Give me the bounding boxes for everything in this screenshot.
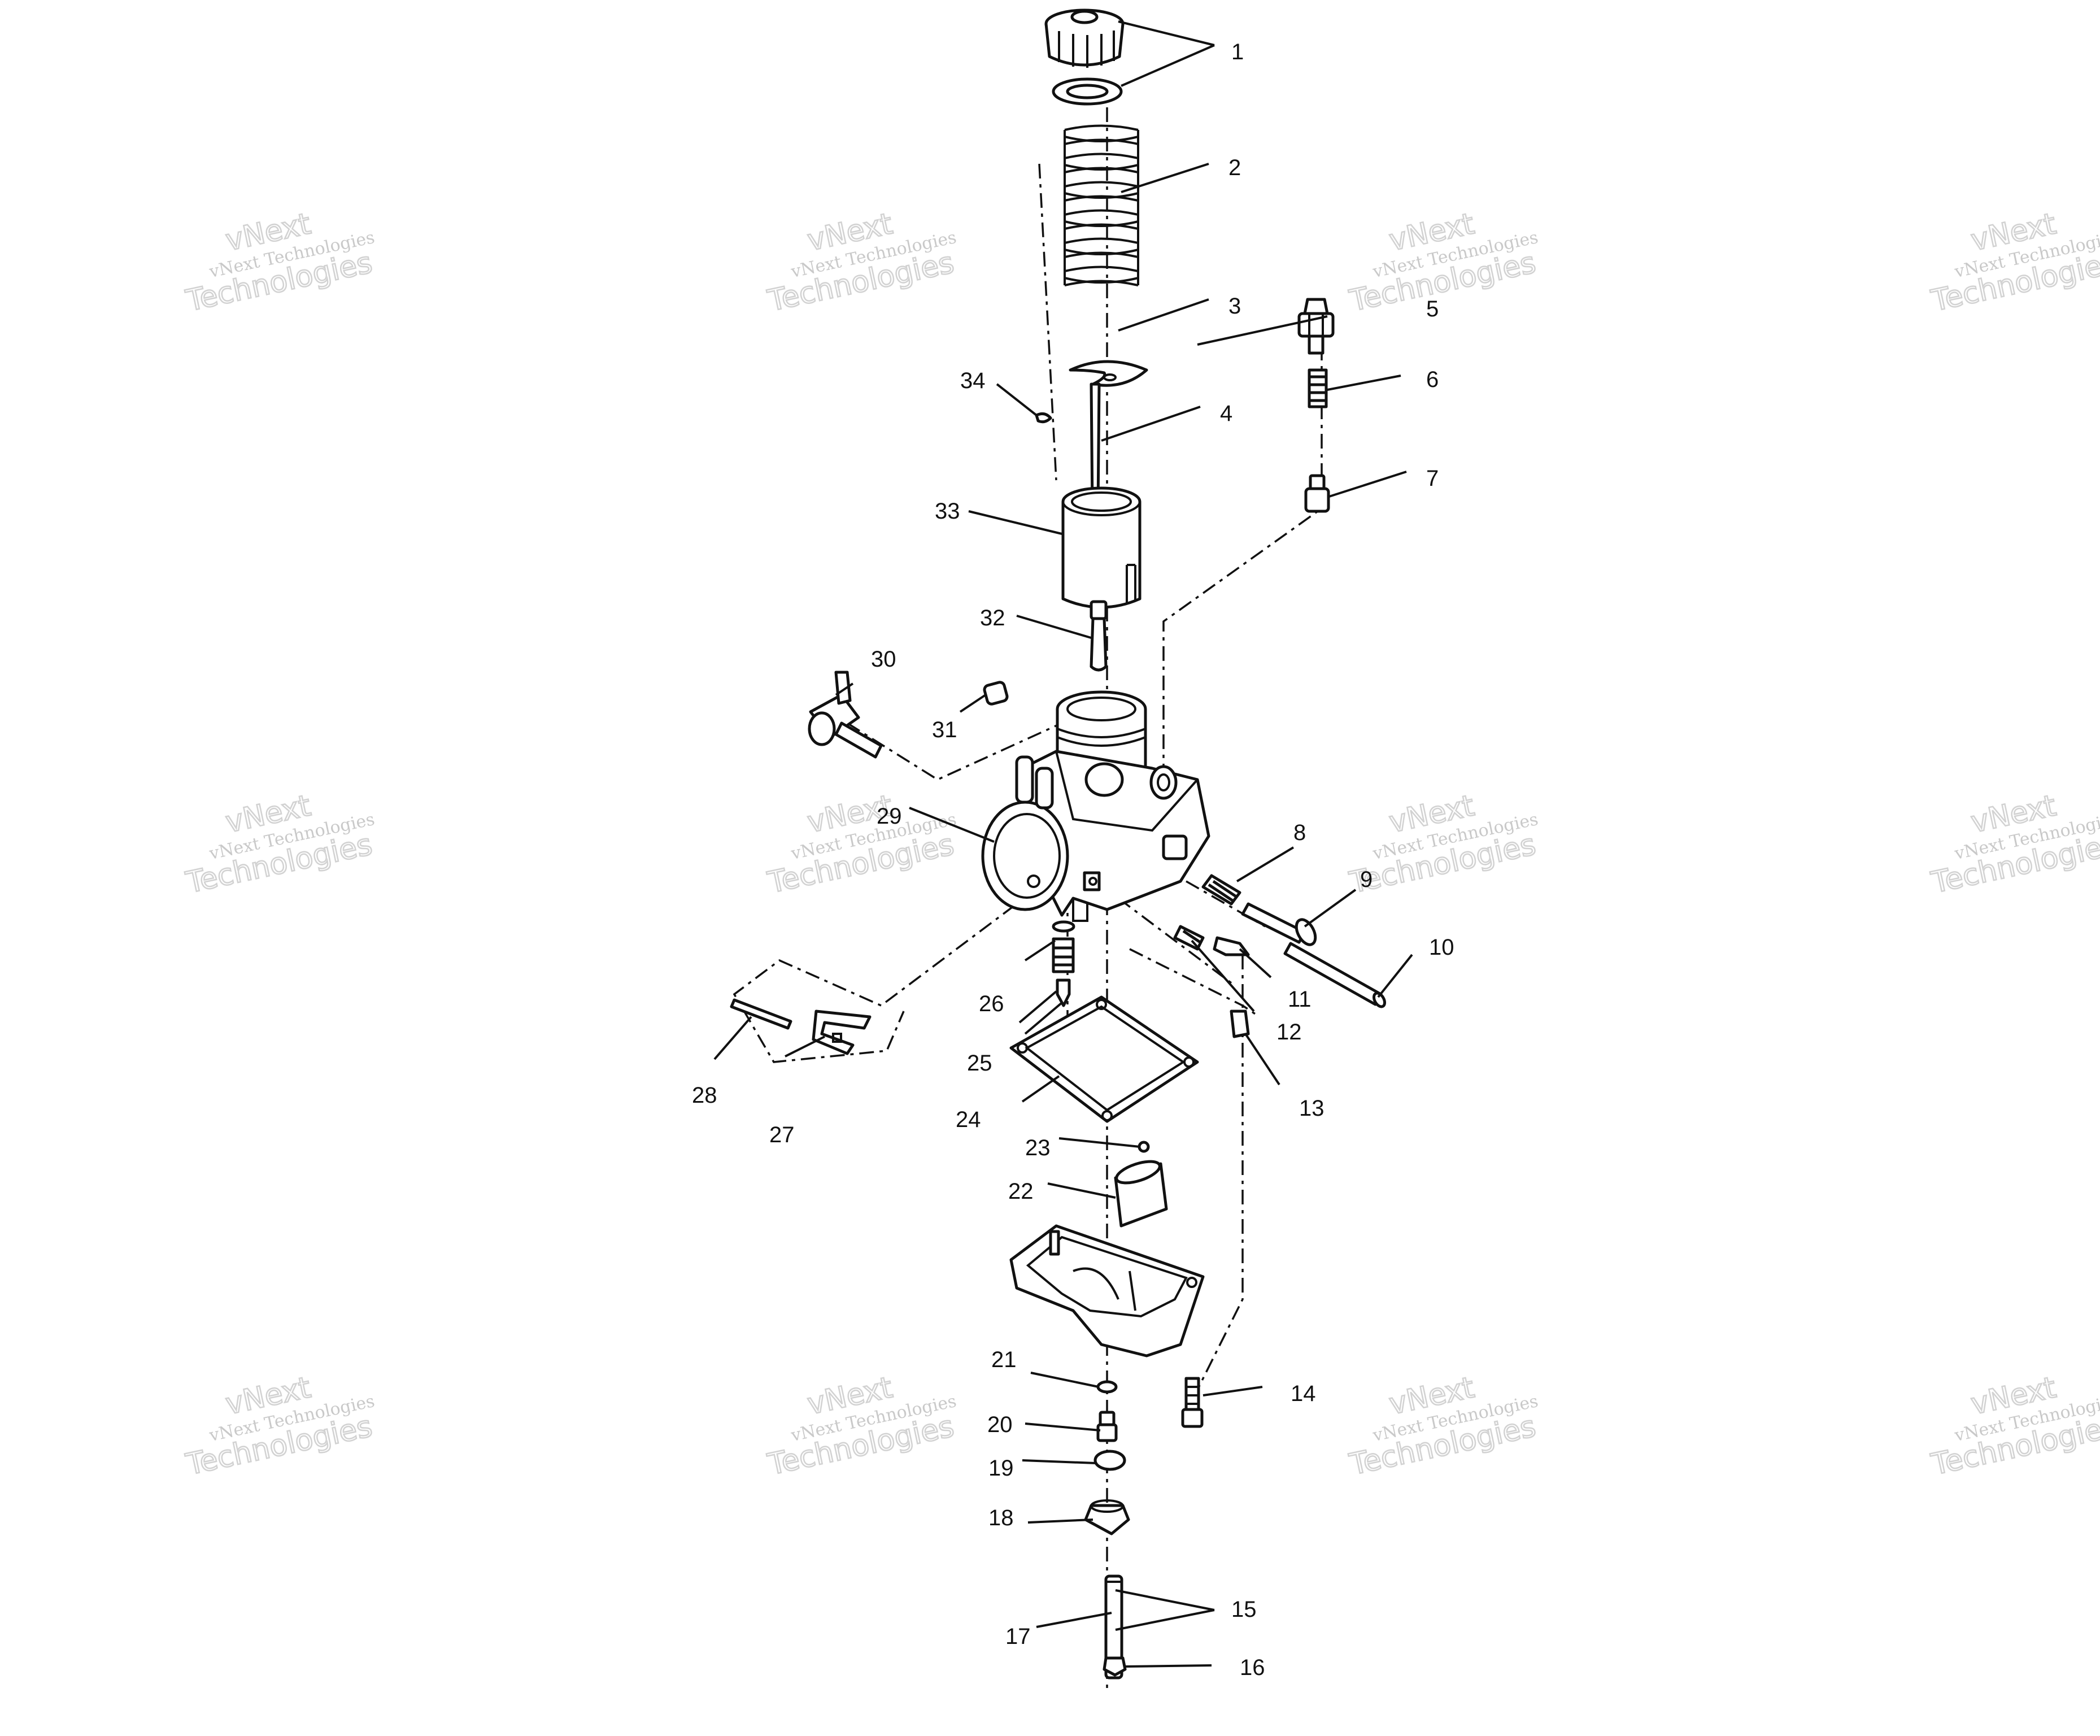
callout-29: 29 [877, 804, 902, 829]
callout-20: 20 [987, 1412, 1013, 1437]
float-bowl [1009, 1224, 1205, 1358]
watermark: vNext Technologies vNext Technologies [1928, 1370, 2100, 1483]
drain-screw-18 [1084, 1499, 1130, 1535]
callout-8: 8 [1293, 820, 1306, 845]
callout-labels: 1 2 3 4 5 6 7 8 9 10 11 12 13 14 15 16 1… [692, 40, 1454, 1680]
carburetor-body [981, 690, 1210, 922]
callout-9: 9 [1360, 867, 1373, 892]
watermark: vNext Technologies vNext Technologies [1346, 1370, 1540, 1483]
needle-retainer-plate [1069, 360, 1148, 387]
callout-3: 3 [1228, 294, 1241, 319]
callout-34: 34 [960, 368, 986, 393]
callout-2: 2 [1228, 155, 1241, 180]
callout-4: 4 [1220, 401, 1232, 426]
callout-30: 30 [871, 647, 896, 672]
callout-14: 14 [1291, 1381, 1316, 1406]
float-pin [730, 998, 792, 1030]
callout-18: 18 [988, 1506, 1014, 1530]
throttle-stop-screw [1241, 902, 1317, 946]
throttle-stop-spring [1201, 874, 1241, 906]
watermark: vNext Technologies vNext Technologies [764, 1370, 958, 1483]
callout-22: 22 [1008, 1179, 1034, 1204]
float-arm [812, 1010, 872, 1055]
callout-5: 5 [1426, 297, 1439, 321]
watermark: vNext Technologies vNext Technologies [1346, 206, 1540, 319]
leader-lines [713, 20, 1413, 1668]
callout-24: 24 [956, 1107, 981, 1132]
float [1114, 1160, 1168, 1228]
callout-27: 27 [769, 1122, 795, 1147]
e-clip [1035, 412, 1052, 424]
callout-1: 1 [1231, 40, 1244, 64]
watermark: vNext Technologies vNext Technologies [1928, 788, 2100, 901]
overflow-tube [1104, 1574, 1123, 1680]
callout-28: 28 [692, 1083, 717, 1108]
parts [730, 8, 1386, 1680]
callout-12: 12 [1276, 1020, 1302, 1045]
throttle-spring [1064, 124, 1139, 286]
callout-16: 16 [1240, 1655, 1265, 1680]
callout-21: 21 [991, 1347, 1017, 1372]
callout-25: 25 [967, 1051, 992, 1076]
pilot-screw [1297, 298, 1335, 355]
cap-16 [1103, 1656, 1127, 1677]
callout-10: 10 [1429, 935, 1454, 960]
throttle-slide [1061, 486, 1142, 609]
o-ring-19 [1093, 1450, 1126, 1471]
watermark: vNext Technologies vNext Technologies [764, 788, 958, 901]
pilot-screw-spring [1308, 368, 1328, 408]
watermark: vNext Technologies vNext Technologies [1928, 206, 2100, 319]
callout-17: 17 [1005, 1624, 1031, 1649]
callout-23: 23 [1025, 1135, 1051, 1160]
callout-6: 6 [1426, 367, 1439, 392]
callout-31: 31 [932, 717, 957, 742]
watermark: vNext Technologies vNext Technologies [182, 1370, 377, 1483]
starter-jet [1230, 1010, 1250, 1038]
mixing-chamber-cap [1044, 8, 1125, 106]
drain-plug-20 [1096, 1411, 1118, 1442]
callout-11: 11 [1288, 987, 1312, 1012]
watermark: vNext Technologies vNext Technologies [182, 788, 377, 901]
callout-33: 33 [935, 499, 960, 524]
bowl-screw [1181, 1377, 1204, 1428]
callout-26: 26 [979, 991, 1004, 1016]
choke-plug [983, 681, 1009, 706]
callout-15: 15 [1231, 1597, 1257, 1622]
choke-plunger [808, 671, 883, 759]
watermark: vNext Technologies vNext Technologies [182, 206, 377, 319]
main-jet [1052, 920, 1075, 1007]
needle-jet [1090, 600, 1108, 672]
float-bowl-gasket [1009, 995, 1199, 1123]
callout-13: 13 [1299, 1096, 1325, 1121]
pilot-screw-cap [1304, 474, 1330, 513]
watermark: vNext Technologies vNext Technologies [764, 206, 958, 319]
callout-7: 7 [1426, 466, 1439, 491]
float-valve-ball [1138, 1141, 1150, 1153]
idle-spring [1173, 925, 1205, 951]
callout-19: 19 [988, 1456, 1014, 1481]
vent-tube [1283, 942, 1386, 1008]
callout-32: 32 [980, 606, 1005, 630]
drain-washer-21 [1096, 1380, 1118, 1394]
